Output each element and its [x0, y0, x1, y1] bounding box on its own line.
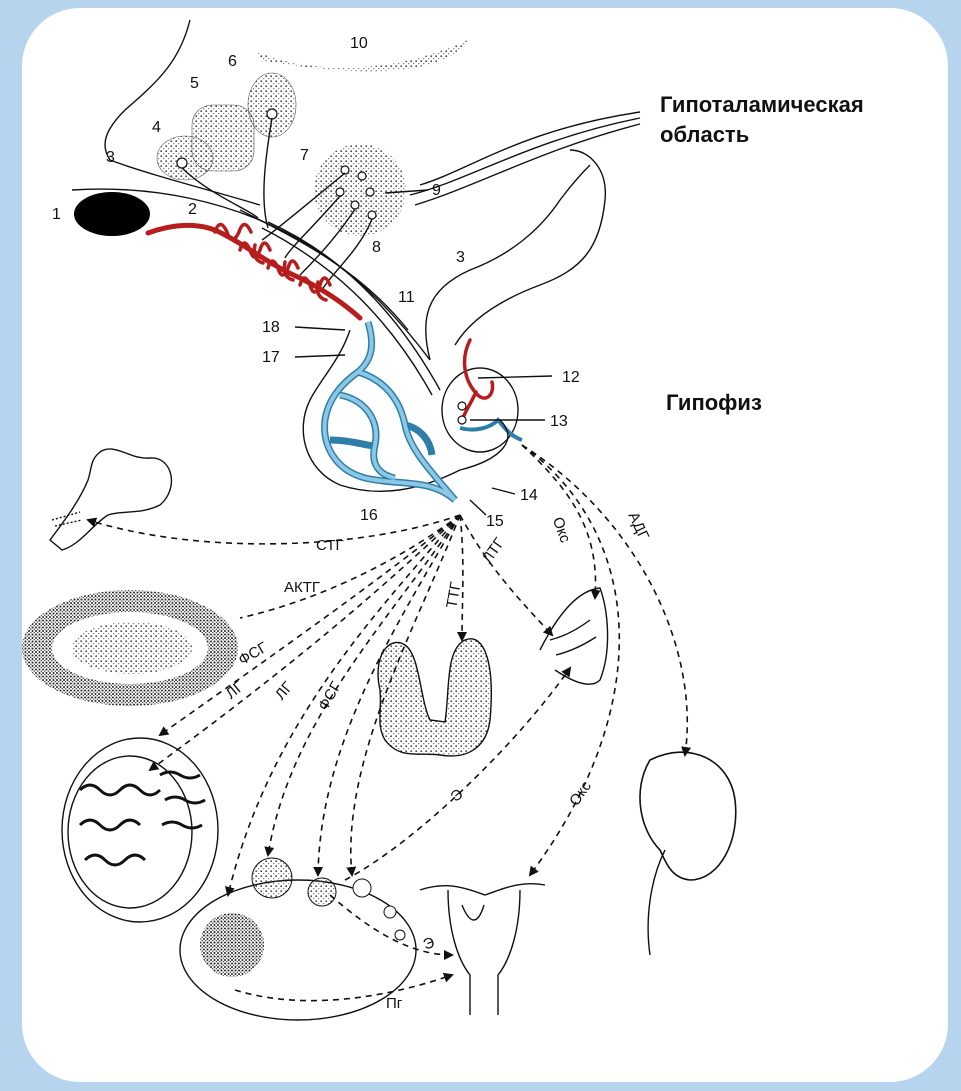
neuron-cell [177, 158, 187, 168]
label-13: 13 [550, 413, 568, 430]
thyroid-target [378, 639, 491, 756]
nucleus-5 [192, 105, 254, 171]
label-11: 11 [398, 289, 415, 306]
hormone-lg-1: ЛГ [223, 678, 248, 703]
neuron-cell [358, 172, 366, 180]
neuron-cell [366, 188, 374, 196]
neuron-cell [336, 188, 344, 196]
kidney-target [640, 752, 736, 955]
neuron-cell [368, 211, 376, 219]
label-15: 15 [486, 513, 504, 530]
label-1: 1 [52, 206, 61, 223]
hormone-fsg-2: ФСГ [315, 679, 345, 714]
target-organs [22, 449, 736, 1020]
label-17: 17 [262, 349, 280, 366]
hormone-e-2: Э [421, 934, 437, 954]
uterus-target [420, 884, 545, 1015]
label-8: 8 [372, 239, 381, 256]
nucleus-7 [314, 144, 406, 236]
breast-target [540, 588, 608, 684]
label-3-left: 3 [106, 149, 115, 166]
neuron-cell [267, 109, 277, 119]
hypothalamic-nuclei [157, 73, 406, 290]
hypothalamic-pituitary-diagram: 1 2 3 3 4 5 6 7 8 9 10 11 12 13 14 15 16… [22, 8, 948, 1082]
hormone-ltg: ЛТГ [479, 535, 508, 567]
aktg-arrow [240, 515, 460, 618]
nucleus-6 [248, 73, 296, 137]
anterior-lobe [303, 322, 508, 500]
number-labels: 1 2 3 3 4 5 6 7 8 9 10 11 12 13 14 15 16… [52, 35, 580, 530]
hormone-fsg-1: ФСГ [236, 639, 271, 669]
label-9: 9 [432, 182, 441, 199]
label-18: 18 [262, 319, 280, 336]
adrenal-target [22, 590, 238, 706]
ovary-target [180, 858, 416, 1020]
neuron-cell [351, 201, 359, 209]
stg-arrow [88, 515, 460, 544]
hormone-e-1: Э [447, 785, 466, 805]
hormone-oks-1: Окс [549, 515, 574, 546]
label-12: 12 [562, 369, 580, 386]
label-2: 2 [188, 201, 197, 218]
optic-chiasm [74, 192, 150, 236]
hormone-lg-2: ЛГ [272, 679, 297, 704]
label-5: 5 [190, 75, 199, 92]
neuron-cell [341, 166, 349, 174]
label-4: 4 [152, 119, 161, 136]
label-7: 7 [300, 147, 309, 164]
hormone-stg: СТГ [316, 537, 344, 554]
label-16: 16 [360, 507, 378, 524]
posterior-lobe [442, 340, 522, 452]
hormone-adg: АДГ [624, 509, 652, 542]
adg-arrow [522, 445, 687, 755]
testis-target [62, 738, 218, 922]
label-6: 6 [228, 53, 237, 70]
ltg-arrow [460, 515, 552, 635]
label-14: 14 [520, 487, 538, 504]
pg-arrow-uterus [235, 975, 452, 1001]
oks-arrow-uterus [522, 445, 619, 875]
label-3-right: 3 [456, 249, 465, 266]
hormone-ttg: ТТГ [443, 581, 464, 610]
ttg-arrow [460, 515, 463, 640]
diagram-card: Гипоталамическая область Гипофиз [22, 8, 948, 1082]
hormone-oks-2: Окс [566, 778, 595, 809]
hormone-pg: Пг [386, 995, 403, 1012]
hormone-labels: СТГ АКТГ ФСГ ЛГ ЛГ ФСГ ТТГ ЛТГ Окс АДГ Э… [223, 509, 652, 1012]
hormone-aktg: АКТГ [284, 579, 320, 596]
label-10: 10 [350, 35, 368, 52]
